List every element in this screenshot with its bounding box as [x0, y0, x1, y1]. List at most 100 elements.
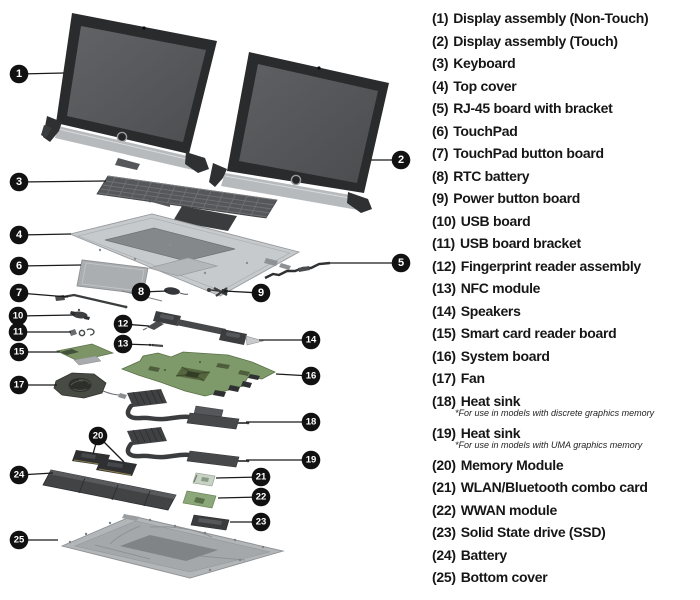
- svg-text:8: 8: [138, 286, 144, 298]
- svg-text:18: 18: [306, 417, 317, 428]
- legend-item-4: (4)Top cover: [432, 75, 698, 98]
- callout-5: 5: [330, 253, 411, 273]
- legend-item-number: (15): [432, 325, 456, 341]
- callout-16: 16: [275, 366, 321, 386]
- callout-14: 14: [259, 330, 321, 350]
- callout-22: 22: [217, 487, 271, 507]
- legend-item-label: USB board bracket: [459, 235, 581, 251]
- svg-text:10: 10: [13, 311, 24, 322]
- part-memory-modules: [72, 450, 137, 476]
- legend-item-number: (8): [432, 167, 449, 184]
- part-wwan-module: [182, 490, 217, 509]
- part-fingerprint-reader: [142, 321, 164, 331]
- legend-item-10: (10)USB board: [432, 210, 698, 233]
- part-rj45-board: [264, 261, 331, 280]
- legend-item-label: Keyboard: [453, 55, 516, 71]
- legend-item-label: Solid State drive (SSD): [460, 524, 606, 540]
- legend-item-12: (12)Fingerprint reader assembly: [432, 255, 698, 278]
- legend-item-label: Power button board: [453, 190, 581, 206]
- legend-item-label: RJ-45 board with bracket: [453, 100, 613, 116]
- legend-item-label: TouchPad button board: [453, 145, 604, 161]
- callout-3: 3: [9, 172, 107, 192]
- legend-item-number: (11): [432, 235, 455, 251]
- legend-item-footnote: *For use in models with discrete graphic…: [455, 408, 655, 418]
- legend-item-number: (6): [432, 122, 449, 139]
- legend-item-18: (18)Heat sink *For use in models with di…: [432, 390, 698, 419]
- legend-item-23: (23)Solid State drive (SSD): [432, 521, 698, 544]
- part-keyboard: [96, 175, 278, 231]
- part-display-assembly-non-touch: [41, 13, 217, 173]
- legend-item-25: (25)Bottom cover: [432, 566, 698, 589]
- part-display-assembly-touch: [209, 52, 389, 213]
- legend-item-6: (6)TouchPad: [432, 120, 698, 143]
- svg-text:24: 24: [14, 470, 25, 481]
- callout-9: 9: [223, 283, 271, 303]
- legend-item-3: (3)Keyboard: [432, 52, 698, 75]
- svg-text:15: 15: [14, 347, 25, 358]
- svg-text:23: 23: [256, 517, 267, 528]
- part-usb-board-bracket: [69, 328, 95, 337]
- legend-item-15: (15)Smart card reader board: [432, 322, 698, 345]
- legend-item-number: (14): [432, 302, 456, 319]
- legend-item-16: (16)System board: [432, 345, 698, 368]
- legend-item-11: (11)USB board bracket: [432, 232, 698, 255]
- callout-12: 12: [113, 314, 150, 334]
- callout-2: 2: [371, 150, 411, 170]
- legend-item-label: NFC module: [460, 280, 541, 296]
- part-smart-card-reader-board: [55, 343, 115, 366]
- svg-text:5: 5: [398, 257, 404, 269]
- callout-21: 21: [215, 467, 271, 487]
- legend-item-24: (24)Battery: [432, 544, 698, 567]
- legend-item-number: (10): [432, 212, 456, 229]
- legend-item-label: Fan: [460, 370, 485, 386]
- parts-legend: (1)Display assembly (Non-Touch) (2)Displ…: [432, 7, 698, 589]
- legend-item-9: (9)Power button board: [432, 187, 698, 210]
- legend-item-number: (17): [432, 370, 456, 386]
- legend-item-label: Top cover: [453, 77, 517, 94]
- svg-text:17: 17: [14, 380, 25, 391]
- legend-item-label: Display assembly (Touch): [453, 32, 618, 49]
- legend-item-19: (19)Heat sink *For use in models with UM…: [432, 422, 698, 451]
- legend-item-label: WWAN module: [460, 501, 558, 518]
- callout-1: 1: [9, 64, 65, 84]
- svg-text:20: 20: [93, 431, 104, 442]
- svg-text:3: 3: [16, 176, 22, 188]
- callout-18: 18: [246, 412, 321, 432]
- legend-item-label: Heat sink: [460, 424, 521, 441]
- svg-text:11: 11: [13, 327, 24, 338]
- legend-item-number: (12): [432, 257, 456, 274]
- part-heat-sink-uma: [125, 427, 250, 468]
- legend-item-1: (1)Display assembly (Non-Touch): [432, 7, 698, 30]
- callout-10: 10: [8, 306, 75, 326]
- legend-item-label: TouchPad: [453, 122, 518, 139]
- part-speakers: [153, 311, 265, 346]
- legend-item-17: (17)Fan: [432, 367, 698, 390]
- legend-item-label: Display assembly (Non-Touch): [453, 10, 649, 26]
- part-fan: [53, 372, 127, 399]
- legend-item-number: (23): [432, 524, 456, 540]
- legend-item-number: (25): [432, 569, 456, 585]
- legend-item-label: System board: [460, 347, 550, 364]
- legend-item-22: (22)WWAN module: [432, 499, 698, 522]
- callout-23: 23: [230, 512, 271, 532]
- svg-text:7: 7: [16, 287, 22, 299]
- svg-text:9: 9: [258, 287, 264, 299]
- svg-text:2: 2: [398, 154, 404, 166]
- svg-text:12: 12: [118, 319, 129, 330]
- legend-item-label: USB board: [460, 212, 531, 229]
- callout-4: 4: [9, 225, 72, 245]
- legend-item-label: Battery: [460, 546, 507, 563]
- part-rtc-battery: [164, 287, 189, 295]
- svg-text:1: 1: [16, 68, 22, 80]
- callout-25: 25: [9, 530, 58, 550]
- callout-20: 20: [88, 426, 125, 463]
- svg-text:21: 21: [256, 472, 267, 483]
- part-ssd: [190, 514, 230, 531]
- svg-text:22: 22: [256, 492, 267, 503]
- legend-item-21: (21)WLAN/Bluetooth combo card: [432, 476, 698, 499]
- legend-item-8: (8)RTC battery: [432, 165, 698, 188]
- legend-item-7: (7)TouchPad button board: [432, 142, 698, 165]
- callout-15: 15: [9, 342, 60, 362]
- svg-text:19: 19: [306, 455, 317, 466]
